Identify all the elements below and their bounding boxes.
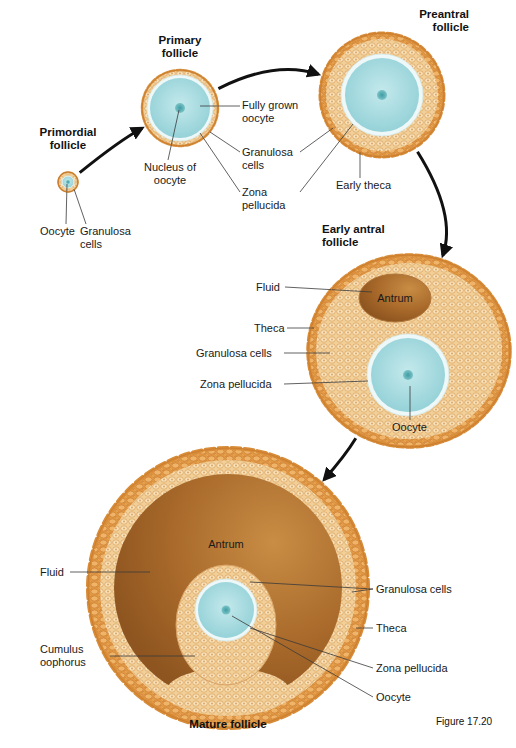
primordial-follicle-art bbox=[58, 172, 78, 192]
follicle-outline bbox=[58, 172, 78, 192]
part-label: Nucleus of oocyte bbox=[138, 161, 202, 187]
part-label: Early theca bbox=[336, 179, 416, 192]
nucleus-shape bbox=[66, 180, 70, 184]
part-label: Theca bbox=[254, 322, 294, 335]
follicle-outline-shape bbox=[320, 33, 444, 157]
zona-pellucida-ring bbox=[367, 334, 449, 416]
follicle-outline-shape bbox=[308, 255, 510, 447]
stage-heading: Primary follicle bbox=[150, 34, 210, 60]
follicle-outline-shape bbox=[88, 448, 368, 728]
zona-pellucida-ring bbox=[147, 75, 213, 141]
primary-follicle-art bbox=[142, 70, 218, 146]
part-label: Zona pellucida bbox=[242, 186, 304, 212]
granulosa-layer bbox=[58, 172, 78, 192]
theca-layer bbox=[320, 33, 444, 157]
granulosa-layer bbox=[100, 460, 356, 716]
antrum-shape bbox=[114, 474, 342, 702]
nucleus-shape bbox=[403, 370, 413, 380]
leader-line bbox=[250, 582, 373, 589]
preantral-follicle-art bbox=[320, 33, 444, 157]
theca-layer bbox=[308, 255, 510, 447]
leader-line bbox=[360, 152, 361, 178]
antrum-shape bbox=[359, 274, 431, 322]
follicle-outline bbox=[308, 255, 510, 447]
part-label: Fluid bbox=[40, 566, 80, 579]
leader-line bbox=[285, 287, 372, 292]
granulosa-layer bbox=[142, 70, 218, 146]
part-label: Oocyte bbox=[376, 691, 436, 704]
follicle-node: Early antral follicle bbox=[308, 255, 510, 447]
leader-line bbox=[200, 106, 240, 107]
nucleus-shape bbox=[222, 606, 231, 615]
follicle-node: Mature follicle bbox=[88, 448, 368, 728]
oocyte-shape bbox=[345, 58, 419, 132]
leader-line bbox=[110, 656, 195, 657]
part-label: Theca bbox=[376, 622, 426, 635]
granulosa-layer bbox=[326, 39, 438, 151]
leader-line bbox=[232, 616, 373, 697]
oocyte-shape bbox=[371, 338, 445, 412]
early-antral-follicle-art bbox=[308, 255, 510, 447]
stage-arrow bbox=[80, 128, 142, 172]
leader-line bbox=[168, 110, 179, 160]
leader-line bbox=[287, 328, 314, 329]
zona-pellucida-ring bbox=[341, 54, 423, 136]
part-label: Zona pellucida bbox=[376, 662, 486, 675]
follicle-outline bbox=[320, 33, 444, 157]
figure-caption: Figure 17.20 bbox=[436, 716, 514, 728]
stage-heading: Mature follicle bbox=[148, 718, 308, 731]
leader-line bbox=[210, 132, 240, 152]
leader-line bbox=[410, 386, 411, 420]
follicle-node: Primary follicle bbox=[142, 70, 218, 146]
leader-lines bbox=[66, 106, 410, 697]
follicle-outline-shape bbox=[58, 172, 78, 192]
leader-line bbox=[200, 133, 240, 192]
leader-line bbox=[300, 128, 333, 152]
stage-heading: Preantral follicle bbox=[405, 8, 469, 34]
leader-line bbox=[74, 189, 86, 224]
leader-line bbox=[356, 628, 373, 629]
zona-pellucida-ring bbox=[195, 579, 257, 641]
part-label: Granulosa cells bbox=[242, 146, 304, 172]
oocyte-shape bbox=[62, 176, 74, 188]
follicle-outline-shape bbox=[142, 70, 218, 146]
part-label: Fully grown oocyte bbox=[242, 99, 314, 125]
part-label: Cumulus oophorus bbox=[40, 643, 112, 669]
part-label: Granulosa cells bbox=[376, 583, 486, 596]
oocyte-shape bbox=[198, 582, 254, 638]
follicle-node: Primordial follicle bbox=[58, 172, 78, 192]
follicle-outline bbox=[142, 70, 218, 146]
part-label: Granulosa cells bbox=[196, 347, 306, 360]
part-label: Antrum bbox=[371, 292, 419, 305]
stage-arrow bbox=[218, 69, 318, 88]
oocyte-shape bbox=[150, 78, 210, 138]
part-label: Zona pellucida bbox=[200, 378, 310, 391]
part-label: Oocyte bbox=[392, 421, 442, 434]
part-label: Fluid bbox=[256, 281, 296, 294]
granulosa-layer bbox=[316, 263, 502, 439]
stage-heading: Primordial follicle bbox=[33, 126, 103, 152]
leader-line bbox=[352, 589, 373, 592]
stage-heading: Early antral follicle bbox=[322, 223, 404, 249]
leader-line bbox=[70, 572, 150, 573]
stage-arrow bbox=[324, 438, 356, 479]
leader-line bbox=[66, 184, 67, 224]
mature-follicle-art bbox=[88, 448, 368, 728]
nucleus-shape bbox=[175, 103, 185, 113]
stage-arrow bbox=[418, 152, 447, 256]
follicle-outline bbox=[88, 448, 368, 728]
nucleus-shape bbox=[377, 90, 387, 100]
leader-line bbox=[284, 353, 330, 354]
follicle-node: Preantral follicle bbox=[320, 33, 444, 157]
leader-line bbox=[284, 381, 368, 384]
theca-layer bbox=[88, 448, 368, 728]
part-label: Granulosa cells bbox=[80, 225, 136, 251]
part-label: Antrum bbox=[200, 538, 252, 551]
